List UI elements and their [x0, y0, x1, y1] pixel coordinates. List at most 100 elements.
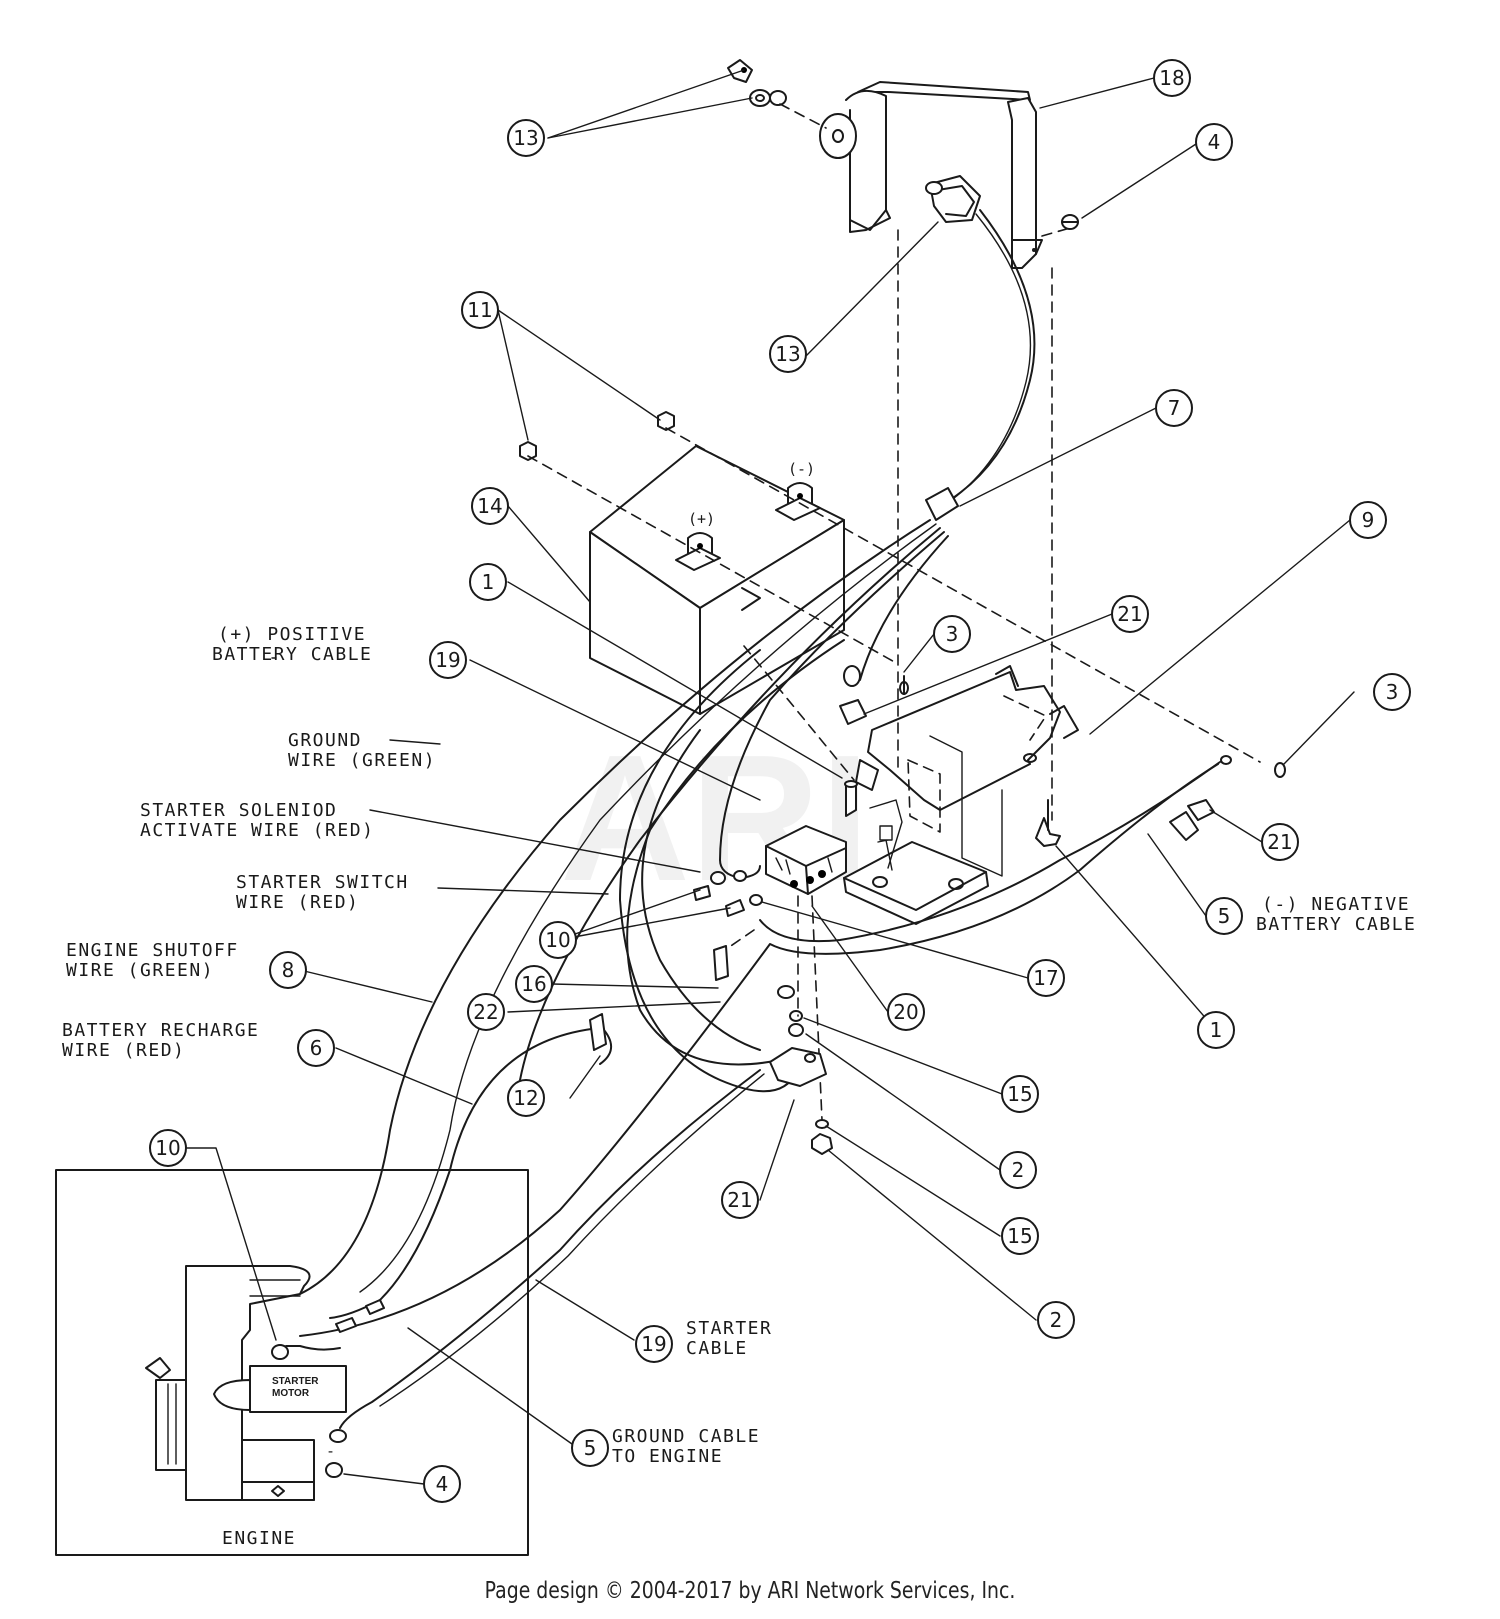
- svg-text:19: 19: [435, 648, 460, 672]
- svg-text:5: 5: [1218, 904, 1231, 928]
- callout-15-lower: 15: [1001, 1217, 1039, 1255]
- svg-text:4: 4: [1208, 130, 1221, 154]
- callout-12: 12: [507, 1079, 545, 1117]
- svg-text:15: 15: [1007, 1224, 1032, 1248]
- callout-8: 8: [269, 951, 307, 989]
- callout-21-right: 21: [1261, 823, 1299, 861]
- callout-3-right: 3: [1373, 673, 1411, 711]
- callout-15-upper: 15: [1001, 1075, 1039, 1113]
- svg-text:5: 5: [584, 1436, 597, 1460]
- callout-21-lower: 21: [721, 1181, 759, 1219]
- callout-4-engine: 4: [423, 1465, 461, 1503]
- svg-text:2: 2: [1050, 1308, 1063, 1332]
- battery-mount-plate: [855, 665, 1079, 877]
- starter-motor-label-1: STARTER: [272, 1376, 319, 1387]
- engine-negative-label: -: [326, 1442, 335, 1460]
- annotation-labels: (+) POSITIVE BATTERY CABLE GROUND WIRE (…: [62, 624, 1416, 1467]
- svg-text:2: 2: [1012, 1158, 1025, 1182]
- assembly-lines: [527, 103, 1261, 1121]
- ground-cable-label-1: GROUND CABLE: [612, 1426, 760, 1447]
- svg-text:22: 22: [473, 1000, 498, 1024]
- svg-text:11: 11: [467, 298, 492, 322]
- screw-3-right: [1274, 762, 1286, 778]
- callout-5-negative: 5: [1205, 897, 1243, 935]
- callout-5-ground: 5: [571, 1429, 609, 1467]
- battery-recharge-label-2: WIRE (RED): [62, 1040, 185, 1061]
- callouts: 18 13 4 13 11 7 14 9 1 21 3 19 3 21 10 1…: [149, 59, 1411, 1503]
- svg-text:21: 21: [1117, 602, 1142, 626]
- ground-wire-label-2: WIRE (GREEN): [288, 750, 436, 771]
- callout-17: 17: [1027, 959, 1065, 997]
- ignition-switch: [925, 175, 981, 223]
- positive-cable-label-2: BATTERY CABLE: [212, 644, 372, 665]
- positive-cable-label-1: (+) POSITIVE: [218, 624, 366, 645]
- callout-6: 6: [297, 1029, 335, 1067]
- copyright-credit: Page design © 2004-2017 by ARI Network S…: [484, 1578, 1016, 1604]
- leader-lines: [181, 69, 1355, 1485]
- starter-switch-label-1: STARTER SWITCH: [236, 872, 409, 893]
- battery-hold-down-bracket: [843, 753, 1037, 925]
- svg-text:10: 10: [545, 928, 570, 952]
- callout-22: 22: [467, 993, 505, 1031]
- callout-13-switch: 13: [769, 335, 807, 373]
- battery-recharge-label-1: BATTERY RECHARGE: [62, 1020, 259, 1041]
- ground-cable-label-2: TO ENGINE: [612, 1446, 723, 1467]
- callout-4-top: 4: [1195, 123, 1233, 161]
- svg-text:14: 14: [477, 494, 502, 518]
- engine-shutoff-label-2: WIRE (GREEN): [66, 960, 214, 981]
- battery: (+) (-): [589, 445, 845, 715]
- callout-16: 16: [515, 965, 553, 1003]
- callout-21-upper: 21: [1111, 595, 1149, 633]
- svg-text:19: 19: [641, 1332, 666, 1356]
- starter-cable-label-1: STARTER: [686, 1318, 772, 1339]
- svg-text:10: 10: [155, 1136, 180, 1160]
- svg-text:18: 18: [1159, 66, 1184, 90]
- svg-text:3: 3: [946, 622, 959, 646]
- svg-text:21: 21: [1267, 830, 1292, 854]
- ground-wire-label-1: GROUND: [288, 730, 362, 751]
- engine-label: ENGINE: [222, 1528, 296, 1549]
- svg-text:13: 13: [775, 342, 800, 366]
- callout-19-starter: 19: [635, 1325, 673, 1363]
- svg-text:12: 12: [513, 1086, 538, 1110]
- callout-9: 9: [1349, 501, 1387, 539]
- callout-19-upper: 19: [429, 641, 467, 679]
- callout-18: 18: [1153, 59, 1191, 97]
- callout-13-key: 13: [507, 119, 545, 157]
- starter-switch-label-2: WIRE (RED): [236, 892, 359, 913]
- svg-text:9: 9: [1362, 508, 1375, 532]
- ignition-key: [727, 59, 787, 107]
- callout-10-upper: 10: [539, 921, 577, 959]
- dash-bracket: [819, 81, 1043, 269]
- negative-cable-label-2: BATTERY CABLE: [1256, 914, 1416, 935]
- callout-1-battery: 1: [469, 563, 507, 601]
- callout-3-upper: 3: [933, 615, 971, 653]
- svg-text:20: 20: [893, 1000, 918, 1024]
- svg-text:7: 7: [1168, 396, 1181, 420]
- svg-text:1: 1: [1210, 1018, 1223, 1042]
- callout-14: 14: [471, 487, 509, 525]
- battery-positive-label: (+): [688, 510, 715, 528]
- svg-text:1: 1: [482, 570, 495, 594]
- svg-text:17: 17: [1033, 966, 1058, 990]
- callout-1-right: 1: [1197, 1011, 1235, 1049]
- svg-text:15: 15: [1007, 1082, 1032, 1106]
- battery-negative-label: (-): [788, 460, 815, 478]
- callout-20: 20: [887, 993, 925, 1031]
- starter-motor-label-2: MOTOR: [272, 1388, 310, 1399]
- svg-text:13: 13: [513, 126, 538, 150]
- callout-2-upper: 2: [999, 1151, 1037, 1189]
- engine-shutoff-label-1: ENGINE SHUTOFF: [66, 940, 239, 961]
- svg-text:6: 6: [310, 1036, 323, 1060]
- starter-solenoid: [765, 825, 847, 895]
- nut-4-top: [1061, 214, 1079, 230]
- svg-text:8: 8: [282, 958, 295, 982]
- svg-text:16: 16: [521, 972, 546, 996]
- starter-cable-label-2: CABLE: [686, 1338, 748, 1359]
- bolt-1-right: [1035, 799, 1061, 847]
- bolt-1-left: [844, 780, 858, 817]
- svg-text:21: 21: [727, 1188, 752, 1212]
- negative-cable-label-1: (-) NEGATIVE: [1262, 894, 1410, 915]
- callout-7: 7: [1155, 389, 1193, 427]
